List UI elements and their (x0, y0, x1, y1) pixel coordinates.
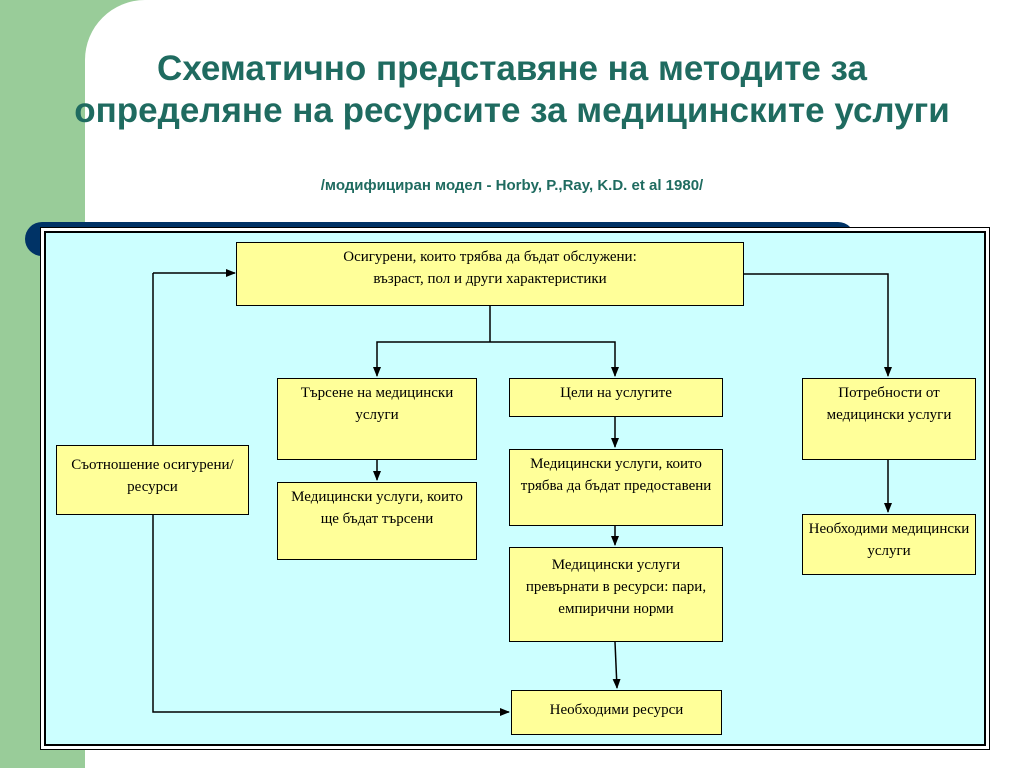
connector-to-needs (744, 273, 892, 377)
box-goals: Цели на услугите (509, 378, 723, 417)
slide-subtitle: /модифициран модел - Horby, P.,Ray, K.D.… (320, 177, 704, 194)
box-demanded-services: Медицински услуги, които ще бъдат търсен… (277, 482, 477, 560)
box-ratio: Съотношение осигурени/ресурси (56, 445, 249, 515)
box-needs: Потребности от медицински услуги (802, 378, 976, 460)
connector-to-demand (373, 341, 490, 377)
box-services-to-provide: Медицински услуги, които трябва да бъдат… (509, 449, 723, 526)
box-insured: Осигурени, които трябва да бъдат обслуже… (236, 242, 744, 306)
box-demand: Търсене на медицински услуги (277, 378, 477, 460)
box-required-services: Необходими медицински услуги (802, 514, 976, 575)
box-required-resources: Необходими ресурси (511, 690, 722, 735)
connector-resources-down (612, 641, 621, 689)
connector-to-goals (490, 341, 619, 377)
box-services-to-resources: Медицински услуги превърнати в ресурси: … (509, 547, 723, 642)
slide-title: Схематично представяне на методите за оп… (74, 49, 950, 130)
decorative-white-corner (85, 0, 358, 218)
connector-loop-bottom (152, 273, 510, 716)
